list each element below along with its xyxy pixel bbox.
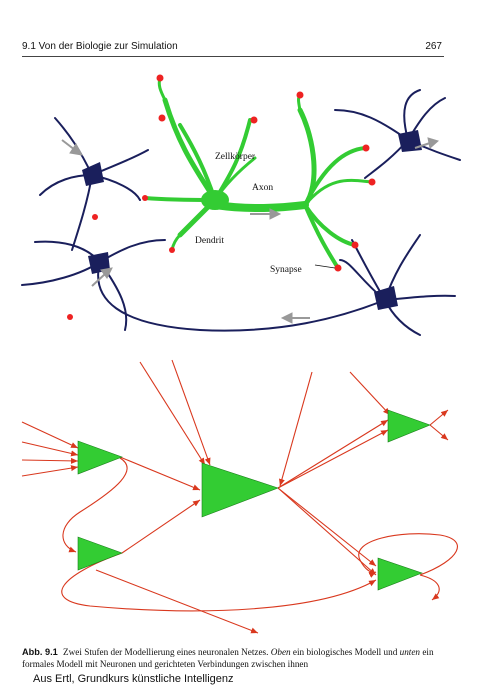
- central-neuron: [145, 78, 372, 268]
- neuron-top-right: [388, 410, 430, 442]
- caption-text-1: Zwei Stufen der Modellierung eines neuro…: [63, 647, 271, 657]
- figure-caption: Abb. 9.1 Zwei Stufen der Modellierung ei…: [22, 646, 462, 670]
- section-title: 9.1 Von der Biologie zur Simulation: [22, 41, 178, 52]
- page-number: 267: [425, 41, 442, 52]
- formal-network-diagram: [0, 355, 500, 640]
- caption-emphasis-1: Oben: [271, 647, 291, 657]
- source-note: Aus Ertl, Grundkurs künstliche Intellige…: [33, 673, 234, 685]
- neuron-center: [202, 463, 278, 517]
- neuron-bottom-left: [78, 537, 122, 570]
- caption-text-2: ein biologisches Modell und: [291, 647, 400, 657]
- page-header: 9.1 Von der Biologie zur Simulation 267: [22, 40, 444, 57]
- cell-body: [201, 190, 229, 210]
- label-dendrite: Dendrit: [195, 236, 224, 246]
- label-axon: Axon: [252, 183, 273, 193]
- annotation-lines: [315, 265, 335, 268]
- biological-neuron-diagram: Zellkörper Axon Dendrit Synapse: [0, 60, 500, 345]
- neuron-bottom-right: [378, 558, 422, 590]
- caption-emphasis-2: unten: [400, 647, 420, 657]
- neuron-top-left: [78, 441, 122, 474]
- neurons: [78, 410, 430, 590]
- label-cell-body: Zellkörper: [215, 152, 256, 162]
- label-synapse: Synapse: [270, 265, 302, 275]
- caption-label: Abb. 9.1: [22, 647, 58, 657]
